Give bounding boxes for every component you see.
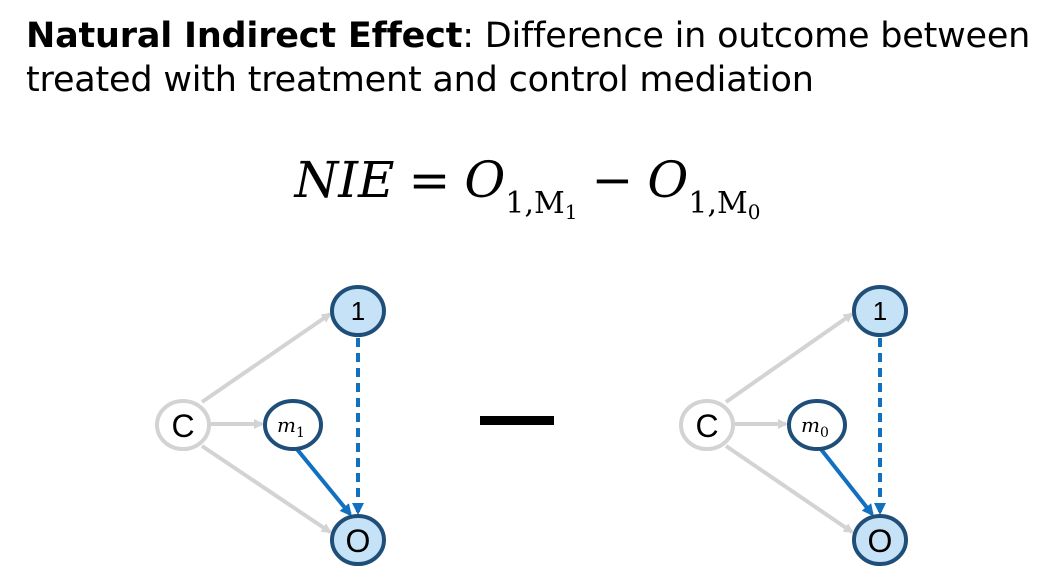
node-outcome [330,514,386,566]
slide-heading: Natural Indirect Effect: Difference in o… [26,14,1046,102]
left-causal-graph: C 1 m1 O [155,285,386,566]
node-outcome-label: O [346,523,371,559]
formula-equals: = [408,151,451,209]
formula-lhs: NIE [294,151,395,209]
node-confounder-label: C [695,408,718,444]
node-confounder [155,399,211,451]
formula-term1-subsub: 1 [564,200,578,224]
formula-term2-base: O [647,151,689,209]
node-treatment-label: 1 [873,296,887,326]
formula-term2-subscript: 1,M0 [688,186,761,224]
edge-mediator-outcome [818,446,874,517]
formula-minus: − [591,151,634,209]
heading-term: Natural Indirect Effect [26,16,463,56]
nie-formula: NIE=O1,M1−O1,M0 [0,140,1055,252]
node-mediator [787,399,847,451]
node-outcome-label: O [868,523,893,559]
edge-confounder-outcome [724,444,854,534]
edge-confounder-outcome [200,444,332,534]
node-mediator [263,399,323,451]
node-treatment [330,285,386,337]
right-causal-graph: C 1 m0 O [679,285,908,566]
minus-sign [480,416,554,425]
node-treatment-label: 1 [351,296,365,326]
node-mediator-label: m0 [801,413,829,441]
formula-term2-subsub: 0 [747,200,761,224]
edge-mediator-outcome [294,446,352,517]
formula-term1-base: O [464,151,506,209]
node-outcome [852,514,908,566]
heading-definition: : Difference in outcome between treated … [26,16,1031,100]
node-mediator-label: m1 [277,413,305,441]
node-treatment [852,285,908,337]
edge-confounder-treatment [724,312,854,404]
edge-confounder-treatment [200,312,332,404]
node-confounder-label: C [171,408,194,444]
node-confounder [679,399,735,451]
formula-term1-subscript: 1,M1 [505,186,578,224]
